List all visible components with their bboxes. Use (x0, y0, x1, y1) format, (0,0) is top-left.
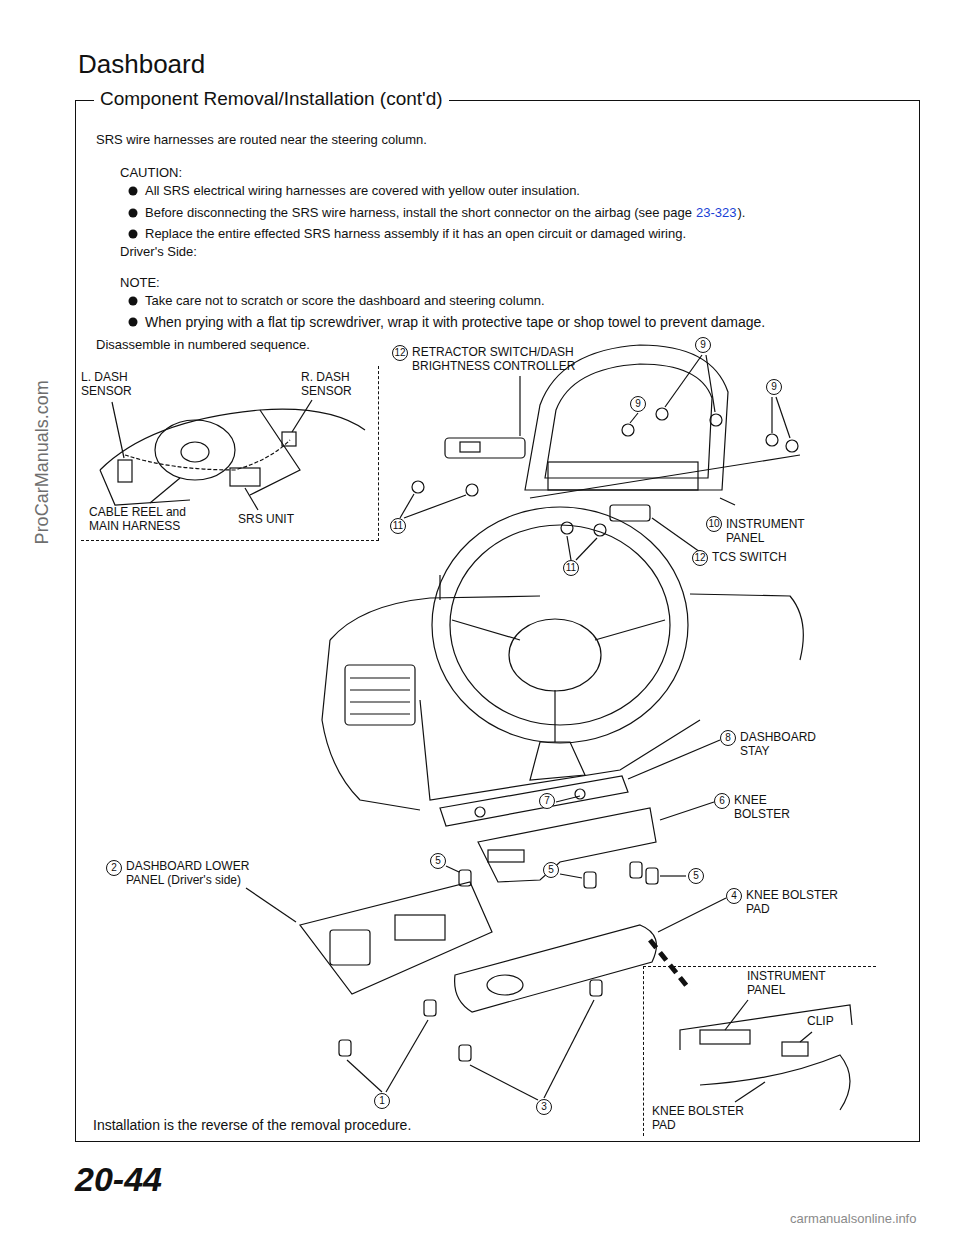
part-label: L. DASH SENSOR (81, 371, 151, 399)
callout-number: 6 (714, 793, 730, 809)
note-text: 20-44 (75, 1160, 162, 1199)
part-label: KNEE BOLSTER PAD (746, 889, 846, 917)
note-text: 23-323 (696, 206, 736, 221)
callout-number: 7 (539, 793, 555, 809)
callout-number: 5 (430, 853, 446, 869)
note-text: NOTE: (120, 276, 160, 291)
part-label: RETRACTOR SWITCH/DASH BRIGHTNESS CONTROL… (412, 346, 592, 374)
section-frame: Component Removal/Installation (cont'd)L… (75, 100, 920, 1142)
callout-number: 2 (106, 860, 122, 876)
part-label: INSTRUMENT PANEL (747, 970, 842, 998)
sensor-inset: L. DASH SENSOR R. DASH SENSOR CABLE REEL a… (81, 366, 379, 541)
callout-number: 4 (726, 888, 742, 904)
callout-number: 1 (374, 1093, 390, 1109)
part-label: CABLE REEL and MAIN HARNESS (89, 506, 194, 534)
note-text: Installation is the reverse of the remov… (93, 1117, 411, 1133)
callout-number: 12 (392, 345, 408, 361)
callout-number: 5 (543, 862, 559, 878)
part-label: DASHBOARD LOWER PANEL (Driver's side) (126, 860, 266, 888)
callout-number: 9 (766, 379, 782, 395)
callout-number: 10 (706, 516, 722, 532)
note-text: Disassemble in numbered sequence. (96, 338, 310, 353)
watermark: carmanualsonline.info (790, 1212, 916, 1227)
clip-inset: INSTRUMENT PANEL CLIP KNEE BOLSTER PAD (643, 966, 876, 1136)
callout-number: 12 (692, 550, 708, 566)
callout-number: 5 (688, 868, 704, 884)
note-text: ). (738, 206, 746, 221)
note-text: When prying with a flat tip screwdriver,… (145, 314, 765, 330)
callout-number: 8 (720, 730, 736, 746)
watermark: ProCarManuals.com (32, 380, 53, 544)
note-text: Replace the entire effected SRS harness … (145, 227, 686, 242)
note-text: TCS SWITCH (712, 551, 787, 565)
page-title: Dashboard (78, 50, 205, 80)
part-label: SRS UNIT (238, 513, 318, 527)
callout-number: 3 (536, 1099, 552, 1115)
callout-number: 11 (563, 560, 579, 576)
note-text: Driver's Side: (120, 245, 197, 260)
note-text: SRS wire harnesses are routed near the s… (96, 133, 427, 148)
callout-number: 9 (630, 396, 646, 412)
part-label: KNEE BOLSTER PAD (652, 1105, 747, 1133)
part-label: CLIP (807, 1015, 857, 1029)
note-text: Take care not to scratch or score the da… (145, 294, 545, 309)
part-label: DASHBOARD STAY (740, 731, 830, 759)
callout-number: 9 (695, 337, 711, 353)
note-text: CAUTION: (120, 166, 182, 181)
note-text: Before disconnecting the SRS wire harnes… (145, 206, 692, 221)
part-label: R. DASH SENSOR (301, 371, 371, 399)
section-heading: Component Removal/Installation (cont'd) (94, 88, 449, 110)
part-label: INSTRUMENT PANEL (726, 518, 826, 546)
part-label: KNEE BOLSTER (734, 794, 804, 822)
note-text: All SRS electrical wiring harnesses are … (145, 184, 580, 199)
callout-number: 11 (390, 518, 406, 534)
